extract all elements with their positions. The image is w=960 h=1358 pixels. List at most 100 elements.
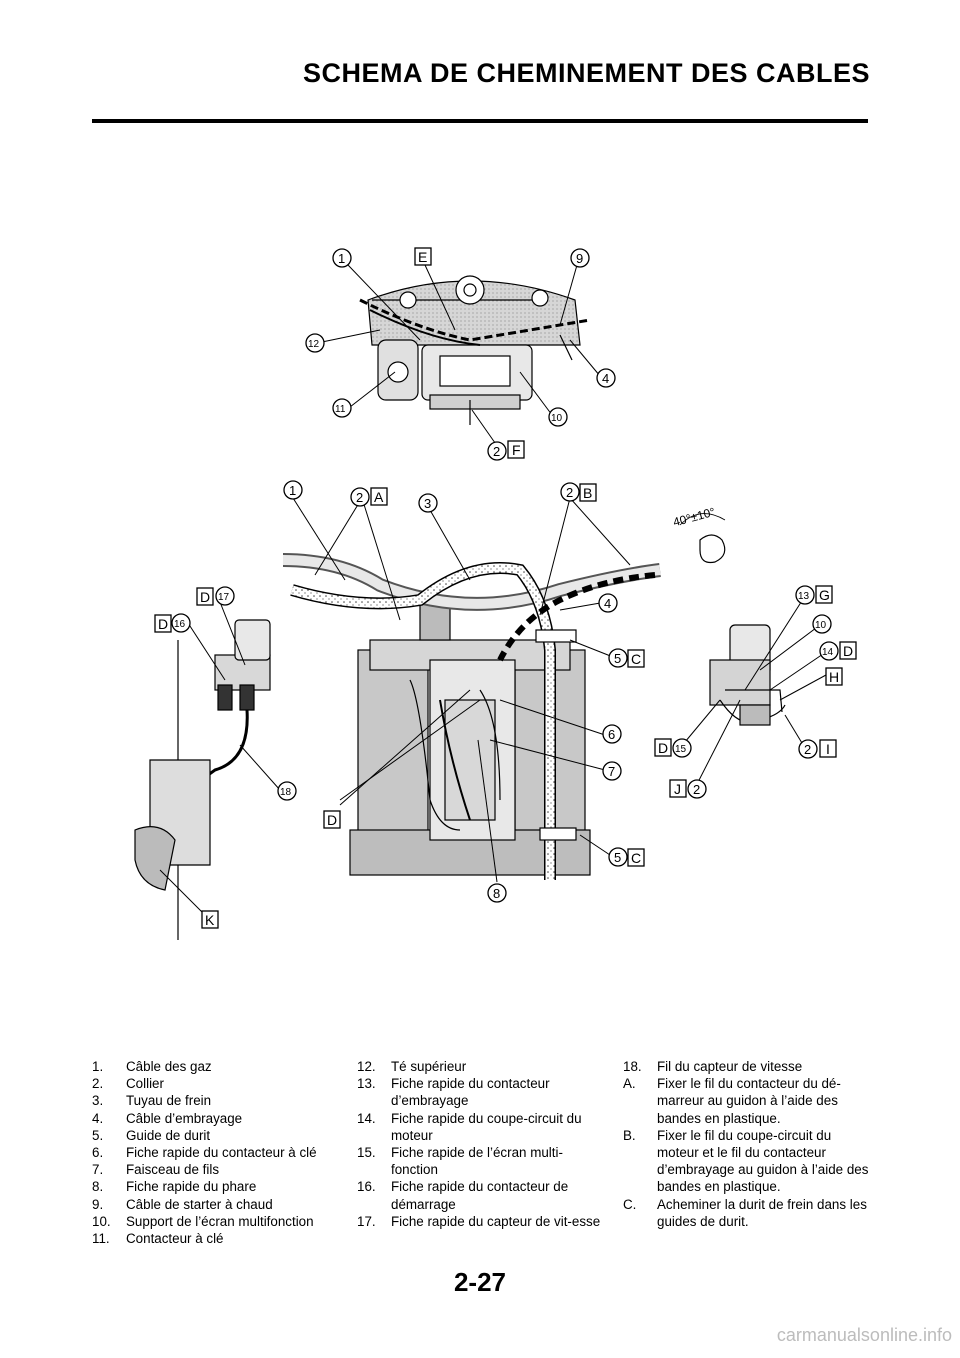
- legend-item: 18.Fil du capteur de vitesse: [623, 1059, 803, 1074]
- svg-text:E: E: [418, 249, 427, 265]
- left-detail-drawing: [134, 619, 271, 940]
- page-number: 2-27: [453, 1267, 507, 1297]
- svg-text:2: 2: [356, 490, 363, 505]
- callout-10b: 10: [812, 614, 832, 634]
- callout-12: 12: [305, 333, 325, 353]
- box-label-c-1: C: [627, 649, 645, 668]
- page-title: SCHEMA DE CHEMINEMENT DES CABLES: [302, 58, 870, 88]
- callout-8: 8: [487, 883, 507, 903]
- svg-text:17: 17: [218, 592, 230, 603]
- callout-5b: 5: [608, 847, 628, 867]
- svg-text:13: 13: [798, 591, 810, 602]
- legend-item: 4.Câble d’embrayage: [92, 1110, 243, 1126]
- callout-18: 18: [277, 781, 297, 801]
- svg-text:1: 1: [289, 483, 296, 498]
- legend-item: 13.Fiche rapide du contacteur d’embrayag…: [357, 1076, 550, 1109]
- svg-text:A: A: [374, 489, 384, 505]
- svg-text:2: 2: [566, 485, 573, 500]
- svg-text:D: D: [200, 589, 210, 605]
- svg-text:14: 14: [822, 647, 834, 658]
- svg-text:8: 8: [493, 886, 500, 901]
- callout-9: 9: [570, 248, 590, 268]
- svg-text:2: 2: [493, 444, 500, 459]
- legend-column-2: 12.Té supérieur 13.Fiche rapide du conta…: [357, 1058, 607, 1230]
- legend-item: 6.Fiche rapide du contacteur à clé: [92, 1145, 317, 1161]
- callout-15: 15: [672, 738, 692, 758]
- svg-text:D: D: [843, 643, 853, 659]
- svg-text:7: 7: [608, 764, 615, 779]
- svg-text:10: 10: [551, 413, 563, 424]
- svg-text:18: 18: [280, 787, 292, 798]
- callout-17: 17: [215, 586, 235, 606]
- angle-label: 40°±10°: [672, 505, 717, 530]
- svg-text:12: 12: [308, 339, 320, 350]
- svg-text:9: 9: [576, 251, 583, 266]
- callout-4b: 4: [598, 593, 618, 613]
- svg-text:G: G: [819, 587, 830, 603]
- svg-text:K: K: [205, 912, 215, 928]
- callout-5a: 5: [608, 648, 628, 668]
- box-label-d-15: D: [654, 738, 672, 757]
- svg-text:16: 16: [174, 619, 186, 630]
- callout-2a: 2: [350, 487, 370, 507]
- callout-13: 13: [795, 585, 815, 605]
- callout-1a: 1: [332, 248, 352, 268]
- svg-text:5: 5: [614, 651, 621, 666]
- callout-4a: 4: [596, 368, 616, 388]
- legend-item: 17.Fiche rapide du capteur de vit-esse: [357, 1213, 601, 1229]
- box-label-f: F: [507, 440, 525, 459]
- legend-item: 15.Fiche rapide de l’écran multi-fonctio…: [357, 1145, 563, 1178]
- top-view-drawing: [359, 275, 591, 425]
- box-label-k: K: [201, 910, 219, 929]
- callout-11: 11: [332, 398, 352, 418]
- main-view-drawing: [282, 513, 726, 880]
- callout-7: 7: [602, 761, 622, 781]
- title-rule: [92, 119, 868, 123]
- legend-item: 3.Tuyau de frein: [92, 1093, 212, 1109]
- legend-item: 1.Câble des gaz: [92, 1059, 212, 1074]
- box-label-d-17: D: [196, 587, 214, 606]
- svg-text:B: B: [583, 485, 592, 501]
- svg-text:5: 5: [614, 850, 621, 865]
- svg-text:2: 2: [804, 742, 811, 757]
- box-label-i: I: [819, 739, 837, 758]
- svg-text:C: C: [631, 850, 641, 866]
- box-label-d-16: D: [154, 614, 172, 633]
- callout-14: 14: [819, 641, 839, 661]
- callout-2f: 2: [487, 441, 507, 461]
- svg-text:D: D: [158, 616, 168, 632]
- svg-text:J: J: [674, 781, 681, 797]
- legend-column-1: 1.Câble des gaz 2.Collier 3.Tuyau de fre…: [92, 1058, 342, 1247]
- svg-text:3: 3: [424, 496, 431, 511]
- box-label-c-2: C: [627, 848, 645, 867]
- callout-6: 6: [602, 724, 622, 744]
- svg-text:1: 1: [338, 251, 345, 266]
- box-label-g: G: [815, 585, 833, 604]
- svg-text:2: 2: [693, 782, 700, 797]
- legend-item: 7.Faisceau de fils: [92, 1162, 220, 1178]
- box-label-d-main: D: [323, 810, 341, 829]
- svg-text:C: C: [631, 651, 641, 667]
- box-label-h: H: [825, 667, 843, 686]
- callout-1b: 1: [283, 480, 303, 500]
- svg-text:F: F: [512, 442, 521, 458]
- callout-10a: 10: [548, 407, 568, 427]
- callout-2i: 2: [798, 739, 818, 759]
- legend-column-3: 18.Fil du capteur de vitesse A.Fixer le …: [623, 1058, 873, 1230]
- right-detail-drawing: [709, 624, 786, 726]
- legend-item: 12.Té supérieur: [357, 1059, 467, 1074]
- legend-item: 10.Support de l’écran multifonction: [92, 1213, 314, 1229]
- box-label-b: B: [579, 483, 597, 502]
- legend-item: 9.Câble de starter à chaud: [92, 1196, 273, 1212]
- legend-item: 8.Fiche rapide du phare: [92, 1179, 257, 1195]
- svg-text:H: H: [829, 669, 839, 685]
- legend-item: 2.Collier: [92, 1076, 164, 1092]
- callout-3: 3: [418, 493, 438, 513]
- watermark: carmanualsonline.info: [776, 1325, 952, 1345]
- legend-item: C.Acheminer la durit de frein dans les g…: [623, 1196, 867, 1229]
- legend-item: 5.Guide de durit: [92, 1127, 211, 1143]
- svg-text:D: D: [327, 812, 337, 828]
- legend-item: 11.Contacteur à clé: [92, 1231, 224, 1247]
- box-label-d-14: D: [839, 641, 857, 660]
